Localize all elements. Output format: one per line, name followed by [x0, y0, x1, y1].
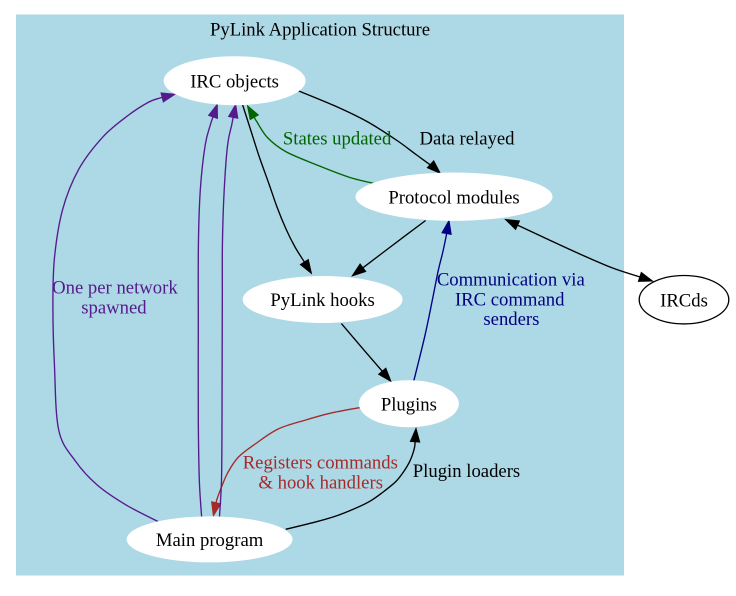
svg-text:PyLink Application Structure: PyLink Application Structure — [210, 20, 430, 41]
svg-text:Plugin loaders: Plugin loaders — [413, 461, 520, 482]
svg-text:One per network: One per network — [52, 278, 178, 299]
svg-text:IRC objects: IRC objects — [190, 71, 279, 92]
svg-text:States updated: States updated — [283, 128, 392, 149]
svg-text:IRCds: IRCds — [660, 290, 708, 311]
svg-text:PyLink hooks: PyLink hooks — [270, 290, 374, 311]
svg-text:IRC command: IRC command — [455, 289, 565, 310]
svg-text:Registers commands: Registers commands — [243, 453, 398, 474]
svg-text:& hook handlers: & hook handlers — [258, 472, 383, 493]
svg-text:Main program: Main program — [156, 530, 264, 551]
svg-text:Plugins: Plugins — [381, 394, 437, 415]
svg-text:Communication via: Communication via — [437, 269, 586, 290]
svg-text:senders: senders — [483, 309, 539, 330]
svg-text:Protocol modules: Protocol modules — [388, 187, 519, 208]
svg-text:spawned: spawned — [81, 297, 147, 318]
svg-text:Data relayed: Data relayed — [420, 128, 516, 149]
